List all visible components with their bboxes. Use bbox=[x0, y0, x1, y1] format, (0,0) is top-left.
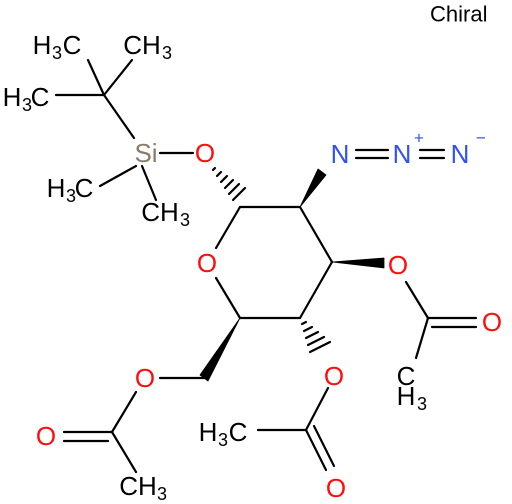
atom-o-c6-carbonyl: O bbox=[36, 421, 56, 451]
methyl-si-right-text: CH bbox=[141, 197, 179, 227]
svg-text:C: C bbox=[31, 82, 50, 112]
svg-text:C: C bbox=[63, 30, 82, 60]
svg-text:H: H bbox=[33, 30, 52, 60]
methyl-label-c4-acetyl: H 3 C bbox=[199, 417, 248, 450]
bond-c2-c3 bbox=[298, 205, 334, 264]
svg-text:C: C bbox=[397, 361, 416, 391]
svg-text:H: H bbox=[47, 173, 66, 203]
bond-ctbu-methyl-topright bbox=[102, 58, 134, 97]
methyl-label-si-right: CH 3 bbox=[141, 197, 190, 230]
svg-text:3: 3 bbox=[180, 210, 190, 230]
bond-ctbu-methyl-topleft bbox=[86, 58, 106, 97]
hashed-bond-c4-o bbox=[300, 320, 332, 354]
atom-n1: N bbox=[331, 139, 350, 169]
svg-text:C: C bbox=[75, 173, 94, 203]
bond-ctbu-si bbox=[102, 93, 136, 140]
svg-text:3: 3 bbox=[157, 484, 167, 504]
atom-o-c6: O bbox=[135, 363, 155, 393]
bond-cacyl4-o-b bbox=[312, 424, 336, 468]
svg-text:C: C bbox=[229, 417, 248, 447]
methyl-top-right-text: CH bbox=[123, 30, 161, 60]
svg-text:H: H bbox=[397, 381, 416, 411]
atom-o-c3: O bbox=[388, 250, 408, 280]
bond-c3-c4 bbox=[298, 260, 334, 320]
methyl-c6-text: CH bbox=[119, 471, 157, 501]
methyl-label-si-left: H 3 C bbox=[47, 173, 94, 206]
atom-o-c3-carbonyl: O bbox=[482, 307, 502, 337]
wedge-bond-c2-n bbox=[299, 168, 327, 208]
bonds bbox=[54, 58, 478, 474]
bond-o4-cacyl bbox=[304, 386, 330, 432]
bond-o6-cacyl bbox=[110, 390, 138, 434]
atom-o-ring: O bbox=[197, 248, 217, 278]
bond-o3-cacyl bbox=[404, 280, 430, 320]
charge-n3: − bbox=[476, 129, 486, 148]
atom-n2: N bbox=[393, 139, 412, 169]
atom-si: Si bbox=[134, 138, 157, 168]
svg-text:H: H bbox=[199, 417, 218, 447]
bond-c5-oring bbox=[214, 276, 242, 320]
atom-o-si: O bbox=[195, 138, 215, 168]
svg-text:3: 3 bbox=[22, 95, 32, 115]
svg-text:3: 3 bbox=[66, 186, 76, 206]
atom-o-c4-carbonyl: O bbox=[326, 473, 346, 503]
methyl-label-c6-acetyl: CH 3 bbox=[119, 471, 167, 504]
charge-n2: + bbox=[414, 129, 424, 148]
wedge-bond-c5-c6 bbox=[199, 317, 241, 382]
chiral-annotation: Chiral bbox=[430, 2, 487, 27]
methyl-label-left: H 3 C bbox=[3, 82, 50, 115]
bond-cacyl3-methyl bbox=[414, 316, 430, 360]
bond-oring-c1 bbox=[214, 205, 242, 250]
bond-cacyl4-o-a bbox=[304, 428, 328, 472]
bond-si-methyl-right bbox=[140, 164, 158, 202]
bond-si-methyl-left bbox=[98, 164, 138, 188]
svg-text:3: 3 bbox=[52, 43, 62, 63]
svg-text:3: 3 bbox=[162, 43, 172, 63]
svg-text:H: H bbox=[3, 82, 22, 112]
bond-cacyl6-methyl bbox=[110, 430, 138, 474]
methyl-label-top-right: CH 3 bbox=[123, 30, 172, 63]
hashed-bond-o-c1 bbox=[211, 166, 247, 202]
atom-o-c4: O bbox=[324, 361, 344, 391]
atom-n3: N bbox=[451, 139, 470, 169]
svg-text:3: 3 bbox=[417, 394, 427, 414]
methyl-label-top-left: H 3 H C bbox=[33, 30, 82, 63]
atom-labels: H 3 H C CH 3 H 3 C Si H 3 C CH 3 O O bbox=[3, 30, 503, 504]
wedge-bond-c3-o bbox=[331, 257, 385, 269]
svg-text:3: 3 bbox=[218, 430, 228, 450]
methyl-label-c3-acetyl: C H 3 bbox=[397, 361, 427, 414]
